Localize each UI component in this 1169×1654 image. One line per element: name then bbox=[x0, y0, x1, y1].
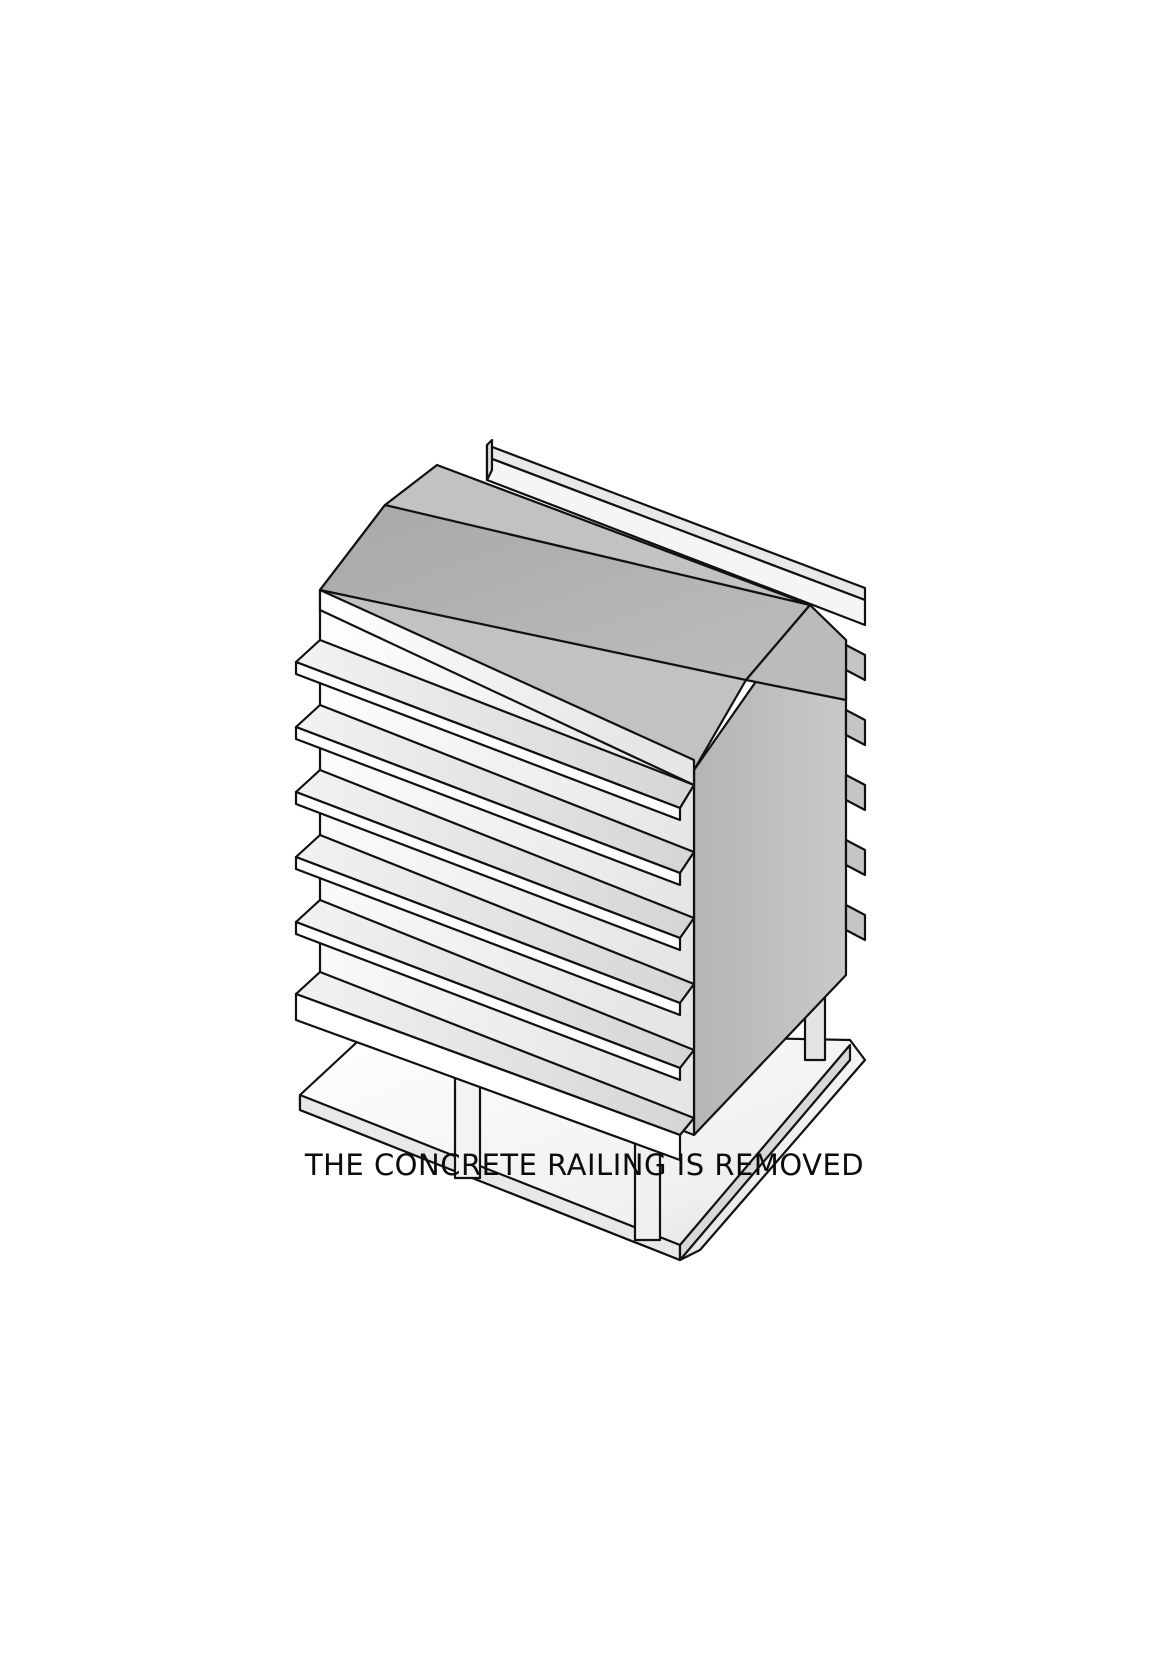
floor-slab bbox=[294, 833, 696, 1017]
floor-slab bbox=[294, 970, 696, 1162]
floor-slab bbox=[294, 768, 696, 952]
diagram-caption: THE CONCRETE RAILING IS REMOVED bbox=[304, 1148, 865, 1182]
floor-slabs bbox=[294, 638, 696, 1162]
floor-slab bbox=[294, 703, 696, 887]
floor-slab bbox=[294, 638, 696, 822]
right-slab-edges bbox=[844, 643, 867, 942]
roof-volume bbox=[318, 463, 848, 787]
roof-parapet bbox=[485, 438, 867, 627]
floor-slab bbox=[294, 898, 696, 1082]
